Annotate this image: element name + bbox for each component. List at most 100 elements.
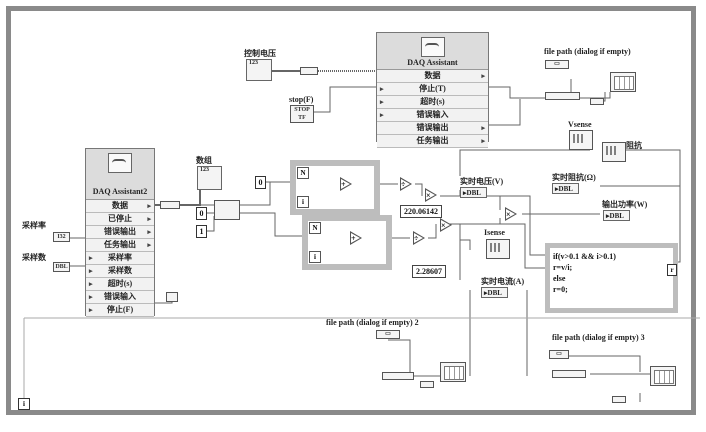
write-file-2-constant[interactable] xyxy=(420,381,434,388)
isense-label: Isense xyxy=(484,228,505,237)
convert-from-dynamic-node[interactable] xyxy=(160,201,180,209)
write-file-3-constant[interactable] xyxy=(612,396,626,403)
daq-title: DAQ Assistant xyxy=(407,58,458,67)
file-path-3-label: file path (dialog if empty) 3 xyxy=(552,333,645,342)
multiply-symbol-a: × xyxy=(426,191,431,200)
current-factor-constant[interactable]: 2.28607 xyxy=(412,265,446,278)
daq2-row-error-out: 错误输出▸ xyxy=(86,226,154,239)
for-loop-current[interactable]: N i xyxy=(302,215,392,270)
daq-row-task-out: 任务输出▸ xyxy=(377,135,488,148)
daq-assistant2-node[interactable]: DAQ Assistant2 数据▸ 已停止▸ 错误输出▸ 任务输出▸ ▸采样率… xyxy=(85,148,155,317)
rt-voltage-indicator: ▸DBL xyxy=(460,187,487,198)
daq2-row-stopped: 已停止▸ xyxy=(86,213,154,226)
multiply-symbol-b: × xyxy=(441,221,446,230)
divide-symbol-a: ÷ xyxy=(401,180,406,189)
loop-count-terminal: N xyxy=(309,222,321,234)
daq2-icon xyxy=(108,153,132,173)
write-file-1-icon[interactable] xyxy=(610,72,636,92)
array-indicator: 123 xyxy=(197,166,222,190)
rt-resistance-label: 实时阻抗(Ω) xyxy=(552,173,596,182)
file-path-2-build-node[interactable] xyxy=(382,372,414,380)
sample-count-terminal[interactable]: DBL xyxy=(53,262,70,272)
daq-row-error-in: ▸错误输入 xyxy=(377,109,488,122)
control-voltage-control[interactable]: 123 xyxy=(246,59,272,81)
daq-icon xyxy=(420,37,445,57)
stop-f-constant[interactable] xyxy=(166,292,178,302)
while-loop-iteration-terminal: i xyxy=(18,398,30,410)
file-path-1-label: file path (dialog if empty) xyxy=(544,47,631,56)
loop-iteration-terminal: i xyxy=(297,196,309,208)
daq2-row-sample-count: ▸采样数 xyxy=(86,265,154,278)
formula-line-2: r=v/i; xyxy=(553,263,573,272)
add-node-b[interactable] xyxy=(350,231,362,245)
divide-node-b[interactable] xyxy=(413,231,425,245)
rt-resistance-indicator: ▸DBL xyxy=(552,183,579,194)
formula-node[interactable]: if(v>0.1 && i>0.1) r=v/i; else r=0; r xyxy=(545,243,678,313)
add-symbol-a: + xyxy=(341,180,346,189)
daq2-title: DAQ Assistant2 xyxy=(92,187,148,196)
resistance-graph-icon xyxy=(602,142,626,162)
multiply-power-symbol: × xyxy=(506,210,511,219)
daq-row-error-out: 错误输出▸ xyxy=(377,122,488,135)
daq2-row-sample-rate: ▸采样率 xyxy=(86,252,154,265)
file-path-1-build-node[interactable] xyxy=(545,92,580,100)
index-array-node[interactable] xyxy=(214,200,240,220)
constant-one[interactable]: 1 xyxy=(196,225,207,238)
control-voltage-label: 控制电压 xyxy=(244,49,276,58)
constant-zero-b[interactable]: 0 xyxy=(196,207,207,220)
stop-type: TF xyxy=(298,115,306,121)
vsense-label: Vsense xyxy=(568,120,592,129)
daq-row-timeout: ▸超时(s) xyxy=(377,96,488,109)
multiply-node-b[interactable] xyxy=(440,218,452,232)
output-power-label: 输出功率(W) xyxy=(602,200,648,209)
for-loop-voltage[interactable]: N i xyxy=(290,160,380,215)
stop-button-terminal[interactable]: STOP TF xyxy=(290,105,314,123)
multiply-power-node[interactable] xyxy=(505,207,517,221)
file-path-1-control[interactable]: ▭ xyxy=(545,60,569,69)
daq2-row-timeout: ▸超时(s) xyxy=(86,278,154,291)
formula-line-3: else xyxy=(553,274,566,283)
formula-line-4: r=0; xyxy=(553,285,568,294)
constant-zero-a[interactable]: 0 xyxy=(255,176,266,189)
resistance-label: 阻抗 xyxy=(626,141,642,150)
array-type: 123 xyxy=(200,167,209,173)
sample-count-label: 采样数 xyxy=(22,253,46,262)
divide-node-a[interactable] xyxy=(400,177,412,191)
voltage-factor-constant[interactable]: 220.06142 xyxy=(400,205,442,218)
build-waveform-node[interactable] xyxy=(300,67,318,75)
stop-text: STOP xyxy=(294,107,310,113)
control-voltage-type: 123 xyxy=(249,60,258,66)
sample-rate-label: 采样率 xyxy=(22,221,46,230)
multiply-node-a[interactable] xyxy=(425,188,437,202)
daq2-row-task-out: 任务输出▸ xyxy=(86,239,154,252)
daq-row-stop: ▸停止(T) xyxy=(377,83,488,96)
loop-count-terminal: N xyxy=(297,167,309,179)
write-file-3-icon[interactable] xyxy=(650,366,676,386)
file-path-2-label: file path (dialog if empty) 2 xyxy=(326,318,419,327)
file-path-3-control[interactable]: ▭ xyxy=(549,350,569,359)
loop-iteration-terminal: i xyxy=(309,251,321,263)
daq2-row-data: 数据▸ xyxy=(86,200,154,213)
file-path-2-control[interactable]: ▭ xyxy=(376,330,400,339)
formula-line-1: if(v>0.1 && i>0.1) xyxy=(553,252,616,261)
daq-row-data: 数据▸ xyxy=(377,70,488,83)
daq2-row-stop: ▸停止(F) xyxy=(86,304,154,317)
array-label: 数组 xyxy=(196,156,212,165)
output-power-indicator: ▸DBL xyxy=(603,210,630,221)
write-file-1-constant[interactable] xyxy=(590,98,604,105)
divide-symbol-b: ÷ xyxy=(414,234,419,243)
file-path-3-build-node[interactable] xyxy=(552,370,586,378)
daq2-row-error-in: ▸错误输入 xyxy=(86,291,154,304)
sample-rate-terminal[interactable]: I32 xyxy=(53,232,70,242)
add-node-a[interactable] xyxy=(340,177,352,191)
isense-graph-icon xyxy=(486,239,510,259)
add-symbol-b: + xyxy=(351,234,356,243)
write-file-2-icon[interactable] xyxy=(440,362,466,382)
daq-assistant-node[interactable]: DAQ Assistant 数据▸ ▸停止(T) ▸超时(s) ▸错误输入 错误… xyxy=(376,32,489,148)
rt-current-label: 实时电流(A) xyxy=(481,277,525,286)
vsense-graph-icon xyxy=(569,130,593,150)
formula-output-terminal: r xyxy=(667,264,677,276)
rt-voltage-label: 实时电压(V) xyxy=(460,177,504,186)
stop-label: stop(F) xyxy=(289,95,314,104)
rt-current-indicator: ▸DBL xyxy=(481,287,508,298)
